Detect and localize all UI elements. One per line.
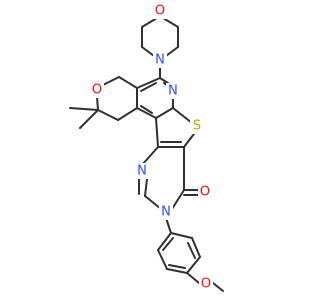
pyrimidine-nitrogen-2: N — [161, 205, 171, 220]
pyridine-nitrogen: N — [168, 84, 178, 99]
thiophene-sulfur: S — [193, 119, 201, 134]
methoxy-oxygen: O — [201, 277, 211, 292]
pyran-oxygen: O — [92, 83, 102, 98]
molecule-diagram: O N N O S N O N O — [69, 3, 224, 292]
atom-labels: O N N O S N O N O — [90, 3, 213, 292]
bonds — [69, 17, 224, 292]
morpholine-oxygen: O — [155, 4, 165, 19]
morpholine-nitrogen: N — [155, 53, 165, 68]
carbonyl-oxygen: O — [200, 185, 210, 200]
pyrimidine-nitrogen-1: N — [137, 164, 147, 179]
